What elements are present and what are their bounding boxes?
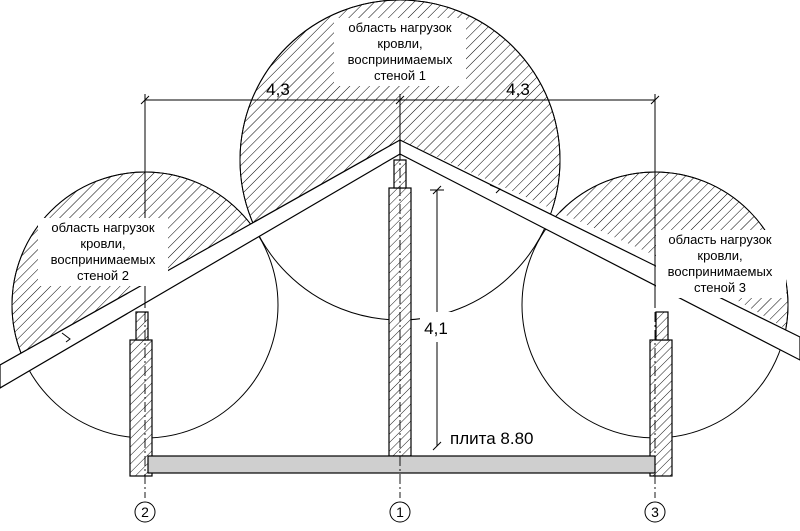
svg-text:3: 3 xyxy=(651,504,659,520)
svg-text:кровли,: кровли, xyxy=(80,236,125,251)
span-right-label: 4,3 xyxy=(506,80,530,99)
zone-2-text: область нагрузок кровли, воспринимаемых … xyxy=(51,220,156,283)
wall-3 xyxy=(649,311,673,477)
svg-text:воспринимаемых: воспринимаемых xyxy=(668,264,773,279)
zone-1-text-bg xyxy=(334,18,466,86)
svg-text:воспринимаемых: воспринимаемых xyxy=(51,252,156,267)
svg-text:стеной 2: стеной 2 xyxy=(77,268,129,283)
wall-3-plate xyxy=(655,311,669,341)
axis-marker-1: 1 xyxy=(389,501,411,523)
slope-marks xyxy=(61,184,501,343)
axis-marker-2: 2 xyxy=(134,501,156,523)
svg-text:1: 1 xyxy=(396,504,404,520)
svg-text:кровли,: кровли, xyxy=(377,36,422,51)
svg-text:стеной 3: стеной 3 xyxy=(694,280,746,295)
svg-text:2: 2 xyxy=(141,504,149,520)
height-label: 4,1 xyxy=(424,319,448,338)
slab-label: плита 8.80 xyxy=(450,429,533,448)
svg-text:кровли,: кровли, xyxy=(697,248,742,263)
svg-text:область нагрузок: область нагрузок xyxy=(668,232,772,247)
svg-text:стеной 1: стеной 1 xyxy=(374,68,426,83)
axis-marker-3: 3 xyxy=(644,501,666,523)
zone-2-text-bg xyxy=(38,218,168,286)
svg-text:область нагрузок: область нагрузок xyxy=(51,220,155,235)
svg-text:воспринимаемых: воспринимаемых xyxy=(348,52,453,67)
zone-3-text-bg xyxy=(656,230,786,298)
floor-slab xyxy=(147,455,656,474)
wall-2 xyxy=(129,311,153,477)
zone-1-text: область нагрузок кровли, воспринимаемых … xyxy=(348,20,453,83)
height-label-bg xyxy=(420,312,460,342)
axis-lines xyxy=(144,150,656,498)
wall-2-plate xyxy=(135,311,149,341)
zone-3-text: область нагрузок кровли, воспринимаемых … xyxy=(668,232,773,295)
svg-text:область нагрузок: область нагрузок xyxy=(348,20,452,35)
span-left-label: 4,3 xyxy=(266,80,290,99)
